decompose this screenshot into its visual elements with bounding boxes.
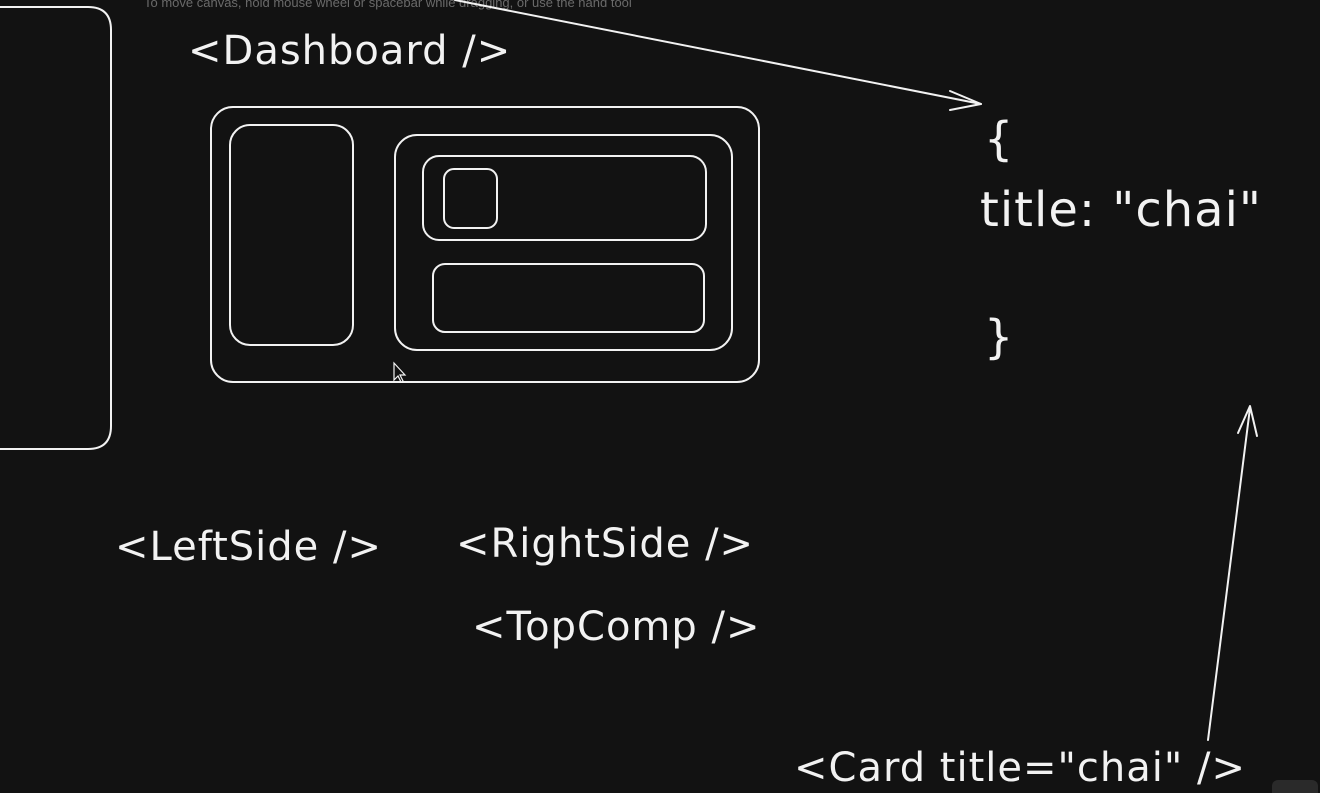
leftside-box [229, 124, 354, 346]
props-close-brace[interactable]: } [984, 310, 1015, 364]
card-arrow-head [1237, 405, 1258, 437]
card-arrow [1207, 407, 1251, 741]
props-arrow-head [949, 90, 982, 111]
props-arrow [454, 0, 982, 105]
dashboard-box [210, 106, 760, 383]
topcomp-box [422, 155, 707, 241]
leftside-label[interactable]: <LeftSide /> [115, 524, 382, 570]
corner-control[interactable] [1272, 780, 1318, 793]
bottomcomp-box [432, 263, 705, 333]
card-label[interactable]: <Card title="chai" /> [794, 745, 1246, 791]
mouse-cursor-icon [393, 361, 407, 383]
offscreen-rectangle [0, 6, 112, 450]
props-title-line[interactable]: title: "chai" [980, 182, 1262, 238]
card-square [443, 168, 498, 229]
rightside-label[interactable]: <RightSide /> [456, 521, 755, 567]
props-open-brace[interactable]: { [984, 112, 1015, 166]
dashboard-label[interactable]: <Dashboard /> [188, 28, 512, 74]
rightside-box [394, 134, 733, 351]
topcomp-label[interactable]: <TopComp /> [472, 604, 761, 650]
canvas-hint: To move canvas, hold mouse wheel or spac… [144, 0, 632, 10]
